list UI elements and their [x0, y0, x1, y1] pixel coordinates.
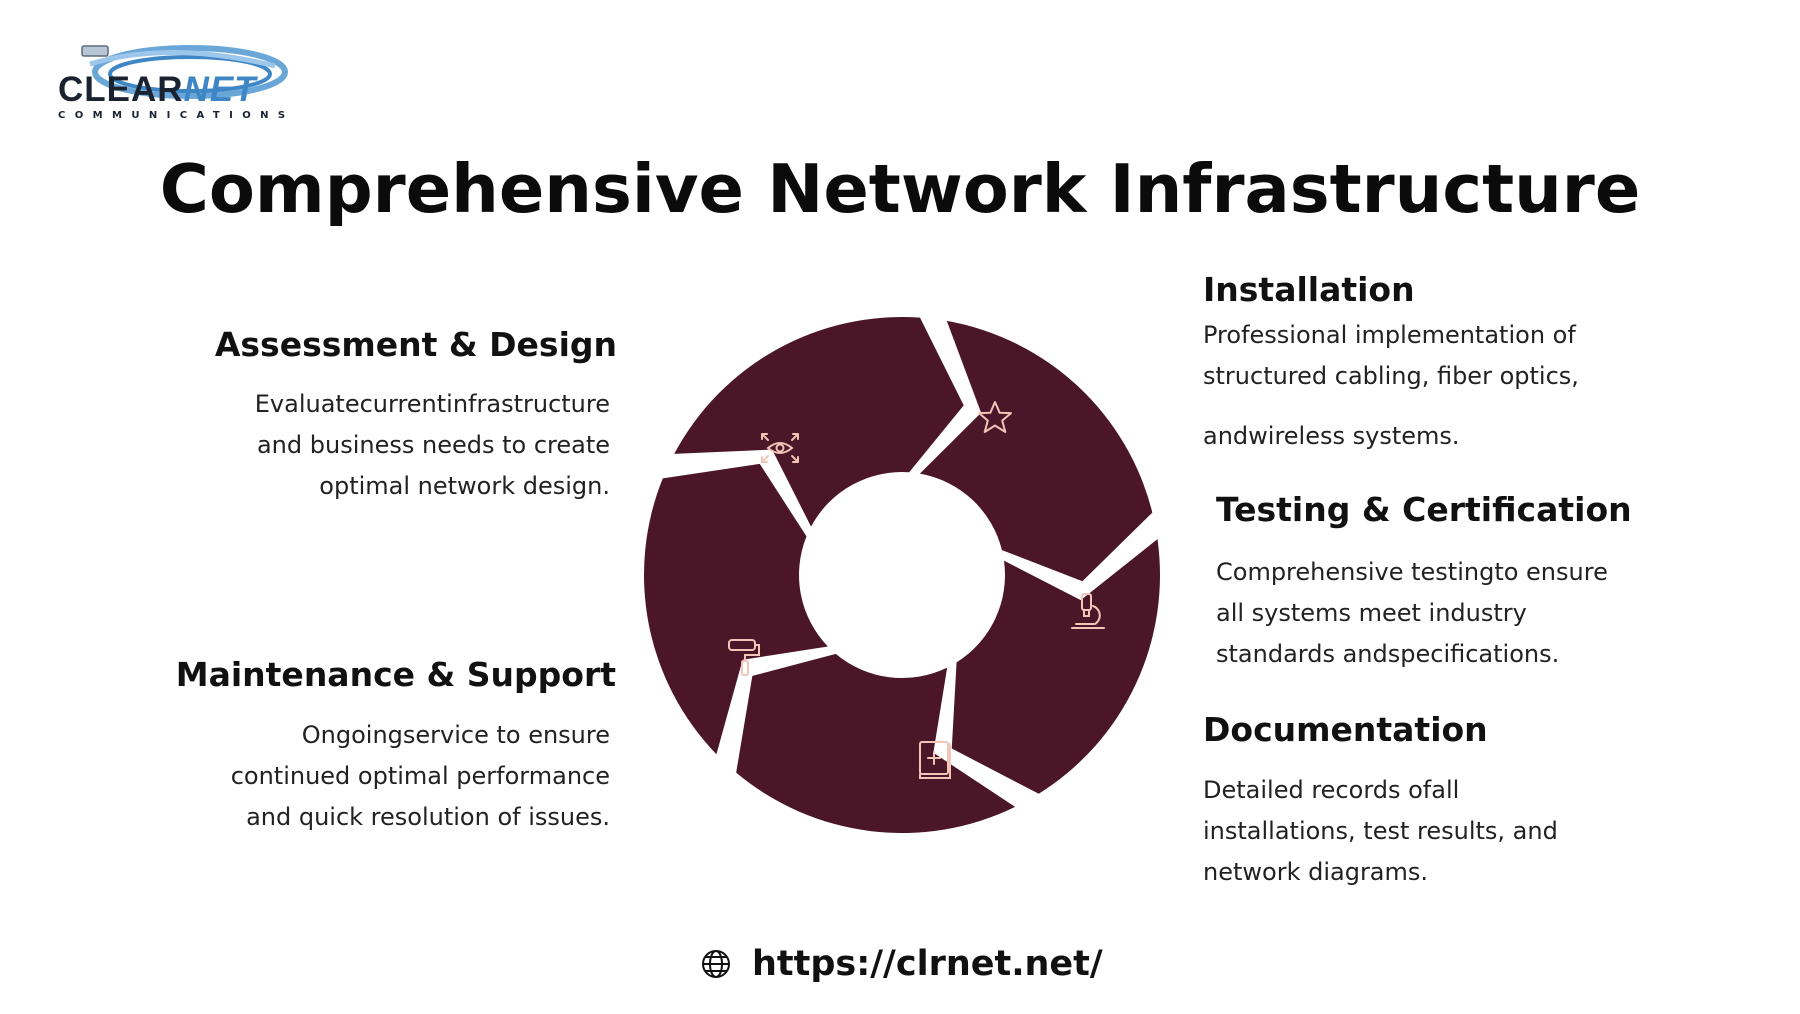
step-desc-maintenance: Ongoingservice to ensure continued optim…	[231, 715, 610, 838]
step-desc-documentation: Detailed records ofall installations, te…	[1203, 770, 1558, 893]
desc-line: network diagrams.	[1203, 858, 1429, 886]
desc-line: and quick resolution of issues.	[246, 803, 610, 831]
desc-line: Evaluatecurrentinfrastructure	[254, 390, 610, 418]
eye-focus-icon	[761, 433, 799, 463]
medical-book-icon	[919, 741, 951, 779]
step-desc-installation: Professional implementation of structure…	[1203, 315, 1579, 457]
ring-segment-testing	[951, 539, 1160, 794]
desc-line: Detailed records ofall	[1203, 776, 1460, 804]
logo-word-accent: NET	[183, 70, 257, 109]
ring-segment-maintenance	[643, 463, 828, 755]
segment-installation-shape	[919, 320, 1153, 582]
ring-segment-assessment	[674, 317, 964, 527]
step-title-testing: Testing & Certification	[1216, 490, 1632, 529]
footer-url[interactable]: https://clrnet.net/	[752, 944, 1103, 984]
star-icon	[978, 401, 1012, 433]
globe-icon	[702, 950, 730, 978]
logo-wordmark: CLEARNET	[58, 70, 257, 110]
segment-documentation-shape	[736, 653, 1016, 833]
step-title-maintenance: Maintenance & Support	[175, 655, 616, 694]
desc-line: all systems meet industry	[1216, 599, 1527, 627]
ring-segment-documentation	[736, 653, 1016, 833]
segment-maintenance-shape	[643, 463, 828, 755]
segment-testing-shape	[951, 539, 1160, 794]
paint-roller-icon	[728, 639, 760, 676]
desc-line: optimal network design.	[319, 472, 610, 500]
page-title: Comprehensive Network Infrastructure	[159, 150, 1641, 228]
desc-line: structured cabling, fiber optics,	[1203, 362, 1579, 390]
desc-line: Professional implementation of	[1203, 321, 1576, 349]
desc-line: standards andspecifications.	[1216, 640, 1560, 668]
microscope-icon	[1071, 593, 1105, 629]
logo-word-main: CLEAR	[58, 70, 184, 109]
desc-line: continued optimal performance	[230, 762, 610, 790]
step-title-installation: Installation	[1203, 270, 1415, 309]
footer-link[interactable]: https://clrnet.net/	[700, 942, 1103, 986]
step-title-assessment: Assessment & Design	[214, 325, 617, 364]
ring-segment-installation	[919, 320, 1153, 582]
desc-line: andwireless systems.	[1203, 422, 1460, 450]
segment-assessment-shape	[674, 317, 964, 527]
step-desc-assessment: Evaluatecurrentinfrastructure and busine…	[255, 384, 610, 507]
logo-swoosh-icon	[81, 45, 288, 99]
desc-line: Comprehensive testingto ensure	[1216, 558, 1608, 586]
desc-line: installations, test results, and	[1203, 817, 1558, 845]
logo-subtitle: COMMUNICATIONS	[58, 110, 295, 121]
desc-line: Ongoingservice to ensure	[301, 721, 610, 749]
clearnet-logo: CLEARNET COMMUNICATIONS	[50, 44, 290, 124]
step-title-documentation: Documentation	[1203, 710, 1488, 749]
desc-line: and business needs to create	[256, 431, 610, 459]
step-desc-testing: Comprehensive testingto ensure all syste…	[1216, 552, 1608, 675]
